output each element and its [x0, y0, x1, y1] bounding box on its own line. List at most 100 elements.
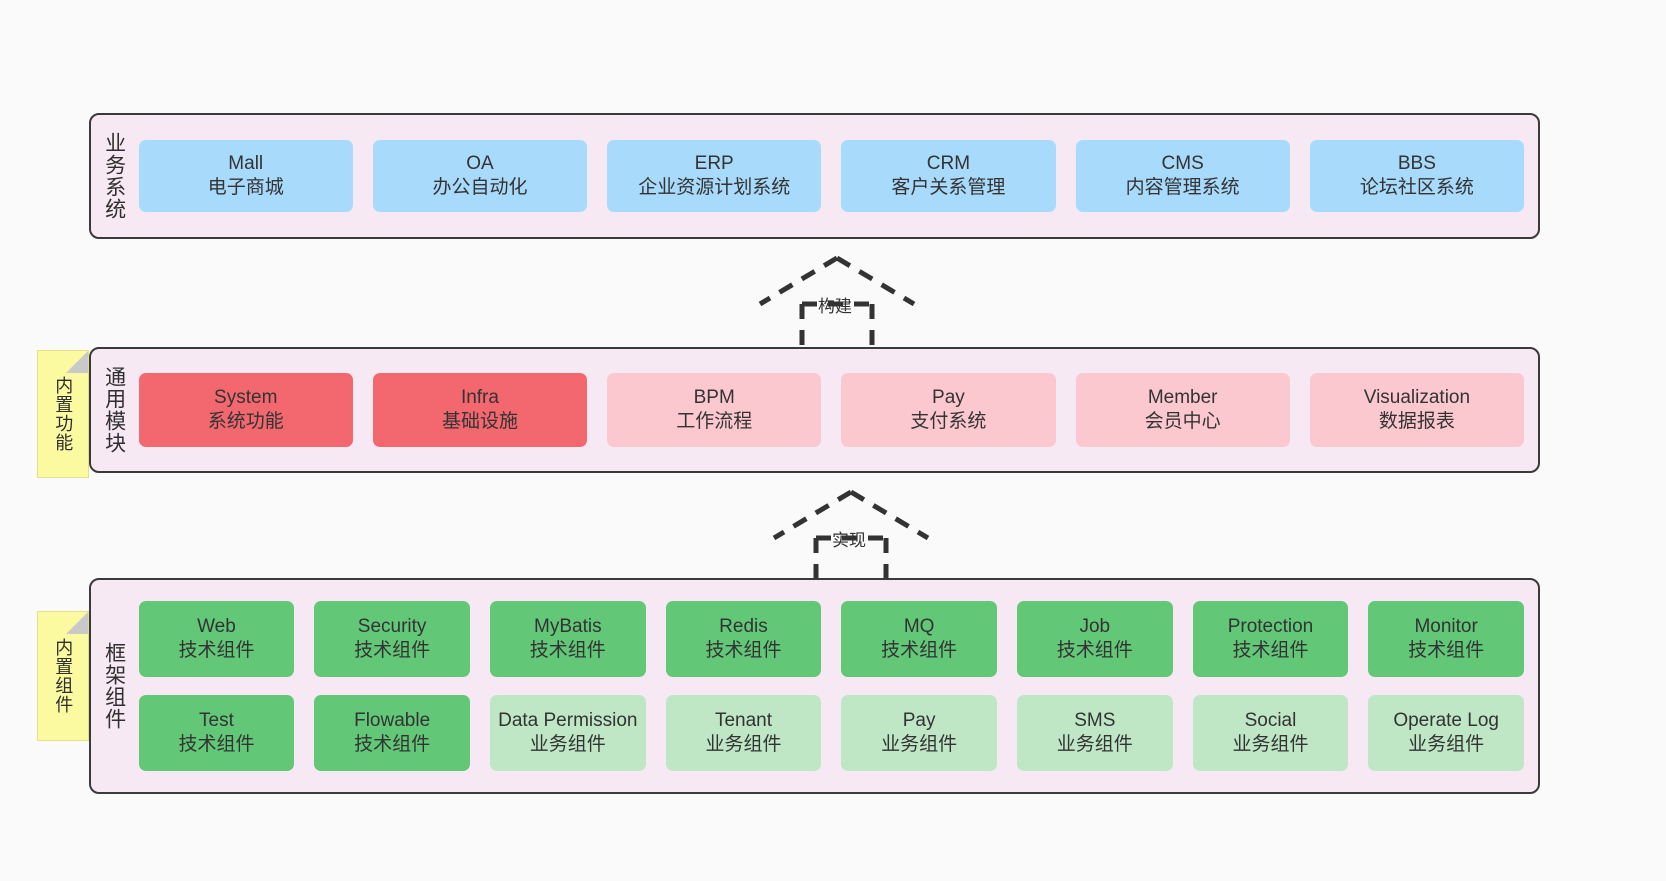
- card-flowable[interactable]: Flowable 技术组件: [314, 695, 470, 771]
- layer-title-framework: 框架组件: [102, 642, 126, 730]
- layer-title-common: 通用模块: [102, 366, 126, 454]
- framework-card-row-business: Test 技术组件 Flowable 技术组件 Data Permission …: [138, 695, 1524, 771]
- sticky-tag-label: 内置功能: [53, 376, 74, 452]
- card-subtitle: 技术组件: [705, 640, 782, 661]
- card-title: Pay: [932, 386, 965, 408]
- card-title: MQ: [903, 615, 935, 637]
- card-title: Tenant: [714, 709, 772, 731]
- common-card-row: System 系统功能 Infra 基础设施 BPM 工作流程 Pay 支付系统…: [138, 373, 1525, 447]
- card-bpm[interactable]: BPM 工作流程: [607, 373, 822, 447]
- card-title: Member: [1147, 386, 1218, 408]
- card-infra[interactable]: Infra 基础设施: [372, 373, 588, 447]
- card-subtitle: 技术组件: [178, 640, 255, 661]
- card-title: ERP: [694, 152, 734, 174]
- card-title: Operate Log: [1393, 709, 1499, 731]
- layer-common-module: 通用模块 System 系统功能 Infra 基础设施 BPM 工作流程 Pay…: [89, 347, 1540, 473]
- card-web[interactable]: Web 技术组件: [138, 601, 295, 677]
- card-job[interactable]: Job 技术组件: [1016, 601, 1173, 677]
- card-social[interactable]: Social 业务组件: [1192, 695, 1349, 771]
- card-subtitle: 内容管理系统: [1125, 177, 1240, 198]
- card-title: Data Permission: [498, 709, 638, 731]
- card-mq[interactable]: MQ 技术组件: [841, 601, 997, 677]
- card-subtitle: 办公自动化: [432, 177, 528, 198]
- card-subtitle: 技术组件: [1408, 640, 1485, 661]
- card-subtitle: 技术组件: [529, 640, 606, 661]
- card-title: Social: [1244, 709, 1297, 731]
- card-mall[interactable]: Mall 电子商城: [138, 140, 353, 212]
- card-title: Security: [357, 615, 427, 637]
- card-title: BPM: [693, 386, 735, 408]
- card-subtitle: 业务组件: [1408, 734, 1485, 755]
- card-erp[interactable]: ERP 企业资源计划系统: [607, 140, 822, 212]
- card-subtitle: 业务组件: [1056, 734, 1133, 755]
- card-security[interactable]: Security 技术组件: [314, 601, 470, 677]
- card-subtitle: 业务组件: [705, 734, 782, 755]
- card-subtitle: 技术组件: [1232, 640, 1309, 661]
- card-crm[interactable]: CRM 客户关系管理: [841, 140, 1056, 212]
- card-title: Web: [197, 615, 236, 637]
- card-title: Redis: [719, 615, 768, 637]
- common-cards-area: System 系统功能 Infra 基础设施 BPM 工作流程 Pay 支付系统…: [133, 349, 1538, 471]
- card-member[interactable]: Member 会员中心: [1075, 373, 1290, 447]
- card-monitor[interactable]: Monitor 技术组件: [1368, 601, 1524, 677]
- card-title: CMS: [1161, 152, 1204, 174]
- card-test[interactable]: Test 技术组件: [138, 695, 295, 771]
- card-subtitle: 业务组件: [881, 734, 958, 755]
- sticky-tag-builtin-components: 内置组件: [37, 611, 89, 741]
- card-pay-component[interactable]: Pay 业务组件: [841, 695, 997, 771]
- card-title: OA: [466, 152, 494, 174]
- card-subtitle: 电子商城: [207, 177, 284, 198]
- card-subtitle: 业务组件: [1232, 734, 1309, 755]
- card-title: SMS: [1074, 709, 1116, 731]
- card-system[interactable]: System 系统功能: [138, 373, 353, 447]
- card-data-permission[interactable]: Data Permission 业务组件: [489, 695, 646, 771]
- framework-cards-area: Web 技术组件 Security 技术组件 MyBatis 技术组件 Redi…: [133, 580, 1538, 792]
- card-title: BBS: [1397, 152, 1436, 174]
- card-subtitle: 技术组件: [354, 734, 431, 755]
- card-title: Protection: [1227, 615, 1314, 637]
- card-subtitle: 企业资源计划系统: [638, 177, 791, 198]
- card-subtitle: 业务组件: [529, 734, 606, 755]
- card-mybatis[interactable]: MyBatis 技术组件: [489, 601, 646, 677]
- layer-title-business: 业务系统: [102, 132, 126, 220]
- framework-card-row-tech: Web 技术组件 Security 技术组件 MyBatis 技术组件 Redi…: [138, 601, 1524, 677]
- card-cms[interactable]: CMS 内容管理系统: [1075, 140, 1290, 212]
- card-title: CRM: [926, 152, 971, 174]
- card-bbs[interactable]: BBS 论坛社区系统: [1309, 140, 1525, 212]
- card-title: Test: [199, 709, 234, 731]
- card-redis[interactable]: Redis 技术组件: [665, 601, 822, 677]
- card-subtitle: 支付系统: [910, 411, 987, 432]
- card-tenant[interactable]: Tenant 业务组件: [665, 695, 822, 771]
- card-subtitle: 技术组件: [178, 734, 255, 755]
- card-title: Flowable: [354, 709, 431, 731]
- card-operate-log[interactable]: Operate Log 业务组件: [1368, 695, 1524, 771]
- card-pay-module[interactable]: Pay 支付系统: [841, 373, 1056, 447]
- card-title: Visualization: [1363, 386, 1471, 408]
- card-sms[interactable]: SMS 业务组件: [1016, 695, 1173, 771]
- card-title: Infra: [460, 386, 499, 408]
- card-subtitle: 工作流程: [676, 411, 753, 432]
- sticky-tag-label: 内置组件: [53, 638, 74, 714]
- card-title: Pay: [902, 709, 936, 731]
- card-subtitle: 技术组件: [354, 640, 431, 661]
- card-title: System: [214, 386, 278, 408]
- card-title: MyBatis: [534, 615, 602, 637]
- layer-business-system: 业务系统 Mall 电子商城 OA 办公自动化 ERP 企业资源计划系统 CRM…: [89, 113, 1540, 239]
- card-title: Mall: [228, 152, 264, 174]
- relation-label-build: 构建: [818, 297, 852, 316]
- card-subtitle: 技术组件: [881, 640, 958, 661]
- card-title: Job: [1079, 615, 1111, 637]
- card-subtitle: 基础设施: [441, 411, 518, 432]
- card-subtitle: 客户关系管理: [891, 177, 1006, 198]
- card-subtitle: 技术组件: [1056, 640, 1133, 661]
- card-title: Monitor: [1414, 615, 1478, 637]
- card-subtitle: 数据报表: [1378, 411, 1455, 432]
- card-visualization[interactable]: Visualization 数据报表: [1309, 373, 1525, 447]
- card-protection[interactable]: Protection 技术组件: [1192, 601, 1349, 677]
- card-oa[interactable]: OA 办公自动化: [372, 140, 588, 212]
- layer-framework-component: 框架组件 Web 技术组件 Security 技术组件 MyBatis 技术组件…: [89, 578, 1540, 794]
- business-cards-area: Mall 电子商城 OA 办公自动化 ERP 企业资源计划系统 CRM 客户关系…: [133, 115, 1538, 237]
- relation-label-implement: 实现: [832, 531, 866, 550]
- card-subtitle: 系统功能: [207, 411, 284, 432]
